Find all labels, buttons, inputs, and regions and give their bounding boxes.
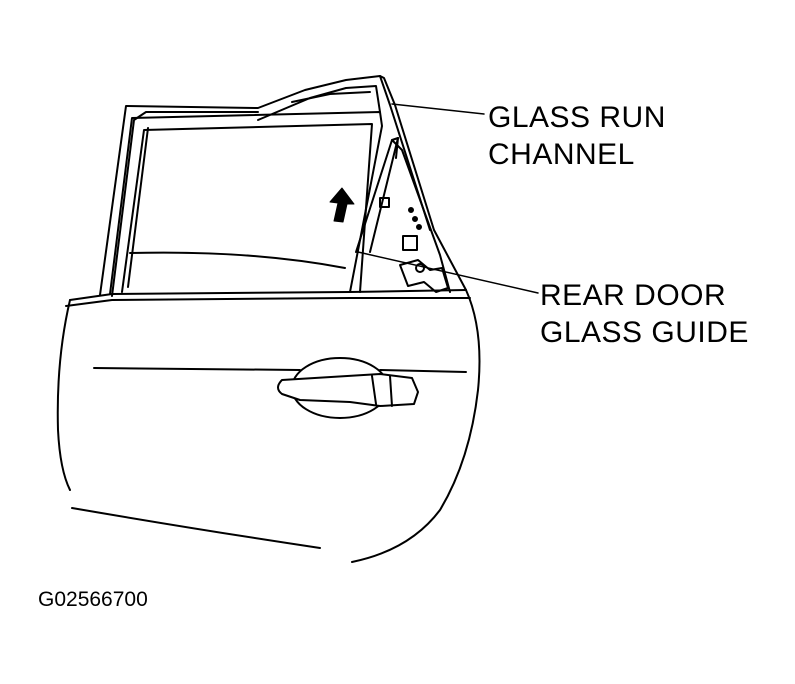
door-rear-edge [351,289,481,563]
label-line: REAR DOOR [540,279,727,312]
guide-bracket [402,235,418,251]
glass-run-channel-top2 [291,91,371,103]
glass-run-channel-top [257,85,381,121]
door-window-frame [99,75,467,296]
rear-door-glass-guide [355,137,399,253]
door-glass-edge [127,127,149,288]
leader-line-rear-door-glass-guide [357,251,539,294]
label-rear-door-glass-guide: REAR DOOR GLASS GUIDE [540,277,749,351]
guide-bolt [408,207,414,213]
door-handle-detail [371,375,393,407]
door-frame-inner-line [111,75,431,297]
label-line: GLASS GUIDE [540,316,749,349]
rear-door-glass-guide-rail [391,137,451,293]
label-glass-run-channel: GLASS RUN CHANNEL [488,99,666,173]
guide-bolt [412,216,418,222]
guide-mount-bolt [415,263,425,273]
door-belt-line [69,289,467,301]
figure-code: G02566700 [38,588,148,611]
guide-lower-mount [399,259,449,293]
door-handle [277,373,419,407]
door-glass [129,251,346,269]
arrow-up-icon [329,187,355,223]
door-belt-line-lower [65,297,471,307]
leader-line-glass-run-channel [391,103,485,115]
door-character-line [93,367,467,373]
guide-bolt [416,224,422,230]
glass-run-channel-inner [121,123,373,293]
door-bottom-edge [71,507,321,549]
guide-clip [379,197,390,208]
label-line: CHANNEL [488,138,635,171]
label-line: GLASS RUN [488,101,666,134]
door-outer-panel [56,299,71,491]
